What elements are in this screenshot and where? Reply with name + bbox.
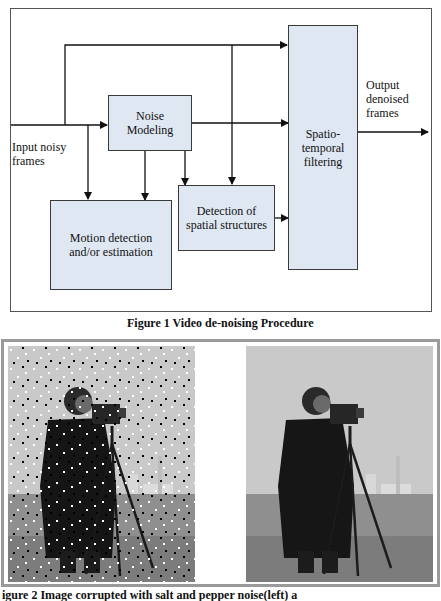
box-text: Motion detection and/or estimation [55,231,167,259]
process-box: Noise Modeling [108,95,192,151]
flow-arrow [184,151,185,185]
io-label: Input noisy frames [12,140,82,168]
box-text: Spatio- temporal filtering [293,127,353,169]
process-box: Spatio- temporal filtering [288,25,358,270]
box-text: Noise Modeling [113,109,187,137]
process-box: Motion detection and/or estimation [50,200,172,290]
box-text: Detection of spatial structures [183,204,270,232]
flow-arrow [192,122,288,123]
io-label: Output denoised frames [366,78,428,120]
flow-arrow [144,151,145,200]
figure-caption: Figure 1 Video de-noising Procedure [127,316,314,330]
figure-caption: igure 2 Image corrupted with salt and pe… [2,588,297,601]
flow-arrow [275,217,288,218]
process-box: Detection of spatial structures [178,185,275,251]
